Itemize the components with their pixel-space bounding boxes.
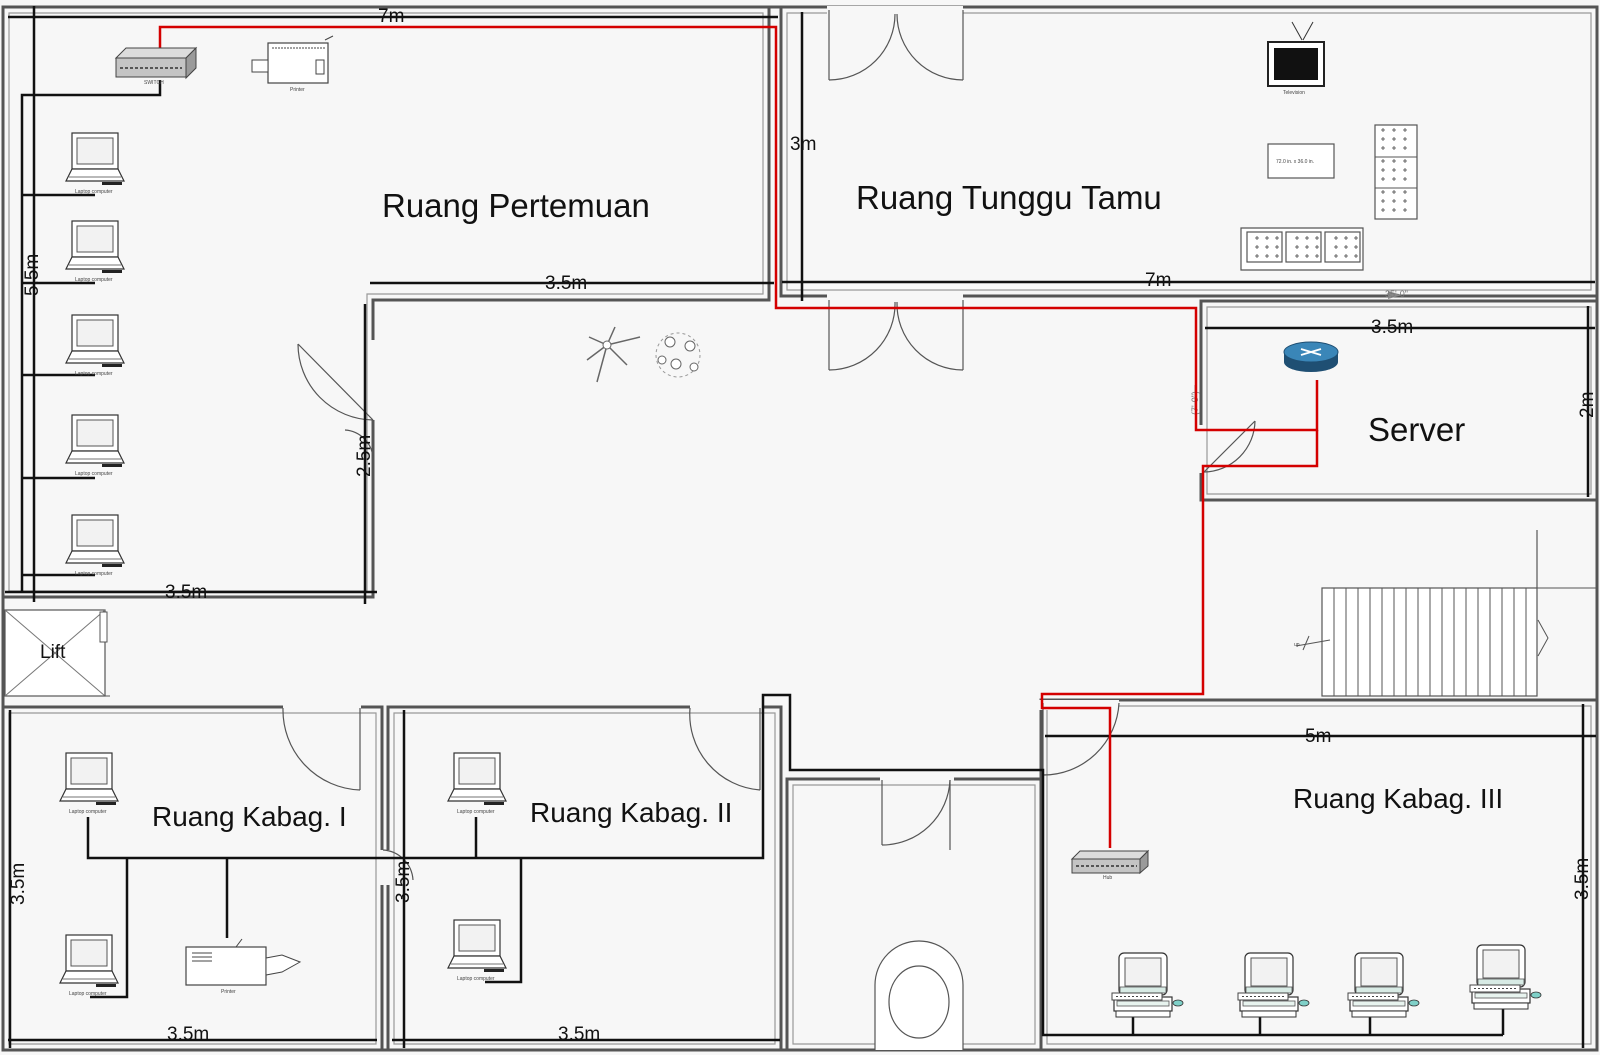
svg-text:Laptop computer: Laptop computer [75,189,113,195]
switch-label: SWITCH [144,80,164,86]
svg-text:Laptop computer: Laptop computer [75,277,113,283]
svg-text:Laptop computer: Laptop computer [69,809,107,815]
toilet-icon [874,940,964,1050]
dim-kabag1-width: 3.5m [167,1024,209,1045]
room-label-kabag2: Ruang Kabag. II [530,797,732,828]
room-label-waiting: Ruang Tunggu Tamu [856,179,1162,216]
svg-text:Laptop computer: Laptop computer [75,371,113,377]
room-label-kabag1: Ruang Kabag. I [152,801,347,832]
svg-text:Laptop computer: Laptop computer [75,471,113,477]
laptop-icon[interactable]: Laptop computer [65,220,125,283]
television-icon: Television [1267,21,1325,96]
svg-text:Laptop computer: Laptop computer [69,991,107,997]
hub-icon[interactable]: Hub [1070,849,1150,881]
dim-meeting-bottom: 3.5m [165,582,207,603]
laptop-icon[interactable]: Laptop computer [65,132,125,195]
dim-server-height: 2m [1577,392,1598,418]
desktop-computer-icon[interactable] [1111,952,1184,1018]
dim-waiting-height: 3m [790,134,816,155]
walls [1,5,1599,1052]
desktop-computer-icon[interactable] [1347,952,1420,1018]
dim-meeting-top: 7m [378,6,404,27]
dim-kabag2-height: 3.5m [393,861,414,903]
dim-kabag1-height: 3.5m [8,863,29,905]
doors [99,6,1256,885]
dim-kabag3-height: 3.5m [1572,858,1593,900]
dim-server-width: 3.5m [1371,317,1413,338]
printer-icon[interactable]: Printer [251,35,334,93]
dim-kabag2-width: 3.5m [558,1024,600,1045]
dim-waiting-feet: 35'-0" [1385,289,1408,299]
hub-label: Hub [1103,875,1112,881]
dim-meeting-left: 5.5m [22,254,43,296]
desktop-computer-icon[interactable] [1237,952,1310,1018]
coffee-table: 72.0 in. x 36.0 in. [1267,143,1335,179]
svg-text:72.0 in. x 36.0 in.: 72.0 in. x 36.0 in. [1276,159,1314,165]
router-icon[interactable] [1283,341,1339,372]
desktop-computer-icon[interactable] [1469,944,1542,1010]
lan-cabling [20,80,1505,1037]
plant-icon [586,326,641,383]
room-label-meeting: Ruang Pertemuan [382,187,650,224]
room-label-kabag3: Ruang Kabag. III [1293,783,1503,814]
staircase: up [1294,530,1598,697]
room-label-lift: Lift [40,642,66,663]
dim-meeting-inner: 3.5m [545,273,587,294]
room-label-server: Server [1368,411,1465,448]
stair-direction-label: up [1294,642,1300,648]
dim-kabag3-width: 5m [1305,726,1331,747]
dim-meeting-door-side: 2.5m [354,435,375,477]
cushion-marks [1255,128,1407,258]
printer-icon[interactable]: Printer [185,938,302,995]
laptop-icon[interactable]: Laptop computer [59,752,119,815]
printer-label: Printer [290,87,305,93]
switch-icon[interactable]: SWITCH [114,46,198,86]
dimension-lines [5,6,1596,1048]
laptop-icon[interactable]: Laptop computer [65,314,125,377]
sofa-three-seat [1240,227,1364,271]
dim-waiting-width: 7m [1145,270,1171,291]
laptop-icon[interactable]: Laptop computer [447,752,507,815]
laptop-icon[interactable]: Laptop computer [59,934,119,997]
svg-text:Laptop computer: Laptop computer [457,809,495,815]
svg-text:Laptop computer: Laptop computer [75,571,113,577]
svg-text:Printer: Printer [221,989,236,995]
svg-text:Laptop computer: Laptop computer [457,976,495,982]
laptop-icon[interactable]: Laptop computer [65,514,125,577]
laptop-icon[interactable]: Laptop computer [447,919,507,982]
laptop-icon[interactable]: Laptop computer [65,414,125,477]
sofa-side [1374,124,1418,220]
plant-icon [655,332,701,378]
television-label: Television [1283,90,1305,96]
backbone-cabling [158,25,1319,848]
